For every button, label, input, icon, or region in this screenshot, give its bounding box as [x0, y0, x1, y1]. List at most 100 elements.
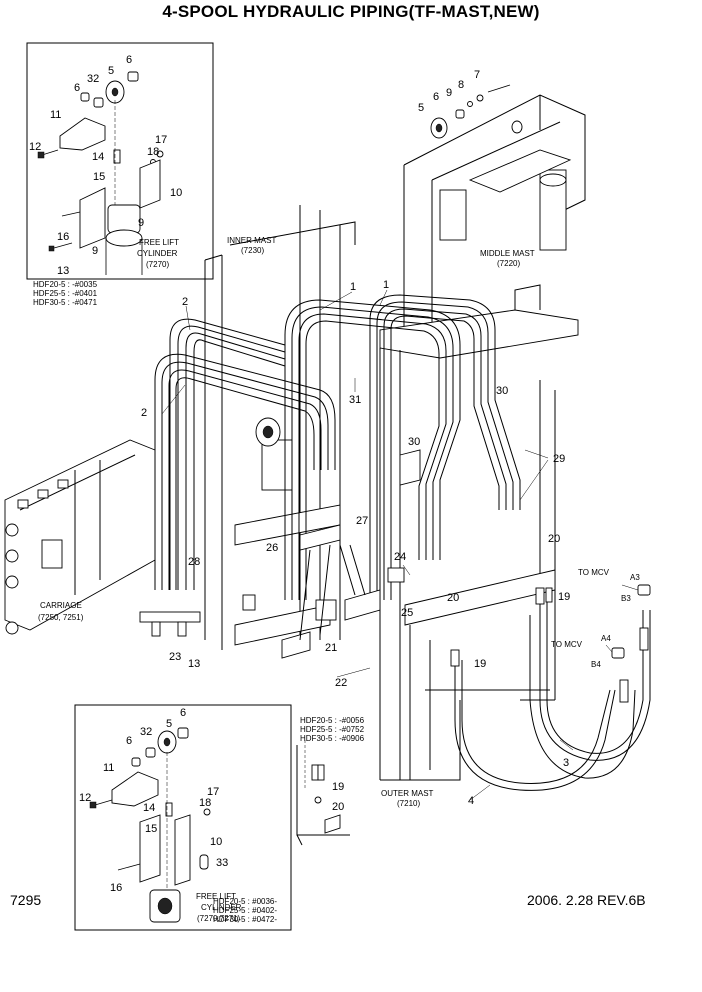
outer-mast — [379, 284, 579, 781]
middle-mast-label: MIDDLE MAST — [480, 249, 535, 258]
to-mcv-label-2: TO MCV — [551, 640, 583, 649]
part-number: 17 — [207, 786, 219, 798]
outer-mast-label: OUTER MAST — [381, 789, 434, 798]
part-number: 19 — [332, 781, 344, 793]
part-number: 2 — [182, 296, 188, 308]
part-number: 18 — [199, 797, 211, 809]
serial-note-bot-1: HDF20-5 : #0036- — [213, 897, 277, 906]
part-number: 1 — [350, 281, 356, 293]
part-number: 25 — [401, 607, 413, 619]
part-number: 14 — [92, 151, 104, 163]
part-number: 5 — [166, 718, 172, 730]
serial-note-top-1: HDF20-5 : -#0035 — [33, 280, 98, 289]
serial-note-top-2: HDF25-5 : -#0401 — [33, 289, 98, 298]
serial-note-mid-1: HDF20-5 : -#0056 — [300, 716, 365, 725]
part-number: 20 — [548, 533, 560, 545]
part-number: 21 — [325, 642, 337, 654]
part-number: 30 — [496, 385, 508, 397]
detail-box-bottom-left — [74, 704, 292, 931]
part-number: 27 — [356, 515, 368, 527]
detail-box-top-left — [26, 42, 214, 280]
part-number: 11 — [50, 109, 61, 121]
part-number: 20 — [447, 592, 459, 604]
serial-note-mid-3: HDF30-5 : -#0906 — [300, 734, 365, 743]
revision-date: 2006. 2.28 REV.6B — [527, 892, 646, 908]
free-lift-bottom-line2: CYLINDER — [201, 903, 242, 912]
page-number: 7295 — [10, 892, 42, 908]
outer-mast-number: (7210) — [397, 799, 420, 808]
part-number: 24 — [394, 551, 406, 563]
inner-mast-label: INNER MAST — [227, 236, 276, 245]
part-number: 13 — [57, 265, 69, 277]
leader-lines — [161, 289, 574, 801]
part-number: 18 — [147, 146, 159, 158]
carriage-number: (7250, 7251) — [38, 613, 84, 622]
middle-mast-number: (7220) — [497, 259, 520, 268]
part-number: 9 — [138, 217, 144, 229]
part-number: 26 — [266, 542, 278, 554]
detail-box-middle — [296, 740, 350, 846]
part-number: 3 — [563, 757, 569, 769]
part-number: 16 — [110, 882, 122, 894]
part-number: 13 — [188, 658, 200, 670]
port-a3: A3 — [630, 573, 640, 582]
part-number: 14 — [143, 802, 155, 814]
free-lift-bottom-line1: FREE LIFT — [196, 892, 236, 901]
port-a4: A4 — [601, 634, 611, 643]
inner-mast-number: (7230) — [241, 246, 264, 255]
to-mcv-label-1: TO MCV — [578, 568, 610, 577]
part-number: 30 — [408, 436, 420, 448]
part-number: 17 — [155, 134, 167, 146]
part-number: 32 — [87, 73, 99, 85]
free-lift-top-line2: CYLINDER — [137, 249, 178, 258]
part-number: 32 — [140, 726, 152, 738]
free-lift-top-line1: FREE LIFT — [139, 238, 179, 247]
part-number: 6 — [180, 707, 186, 719]
part-number: 28 — [188, 556, 200, 568]
part-number: 29 — [553, 453, 565, 465]
part-number: 9 — [446, 87, 452, 99]
free-lift-bottom-line3: (7270,7271) — [197, 914, 240, 923]
part-number: 5 — [418, 102, 424, 114]
part-number: 9 — [92, 245, 98, 257]
carriage-label: CARRIAGE — [40, 601, 82, 610]
page-title: 4-SPOOL HYDRAULIC PIPING(TF-MAST,NEW) — [162, 2, 540, 21]
inner-mast — [204, 205, 356, 650]
part-number: 15 — [145, 823, 157, 835]
part-number: 11 — [103, 762, 114, 774]
part-number: 15 — [93, 171, 105, 183]
serial-note-mid-2: HDF25-5 : -#0752 — [300, 725, 365, 734]
part-number: 6 — [74, 82, 80, 94]
part-number: 31 — [349, 394, 361, 406]
part-number: 8 — [458, 79, 464, 91]
part-number: 1 — [383, 279, 389, 291]
hoses-to-mcv — [450, 584, 651, 791]
part-number: 6 — [126, 54, 132, 66]
part-number: 20 — [332, 801, 344, 813]
part-number: 33 — [216, 857, 228, 869]
hose-group-1 — [281, 294, 521, 659]
port-b3: B3 — [621, 594, 631, 603]
free-lift-top-line3: (7270) — [146, 260, 169, 269]
part-number: 22 — [335, 677, 347, 689]
part-number: 19 — [558, 591, 570, 603]
serial-note-top-3: HDF30-5 : -#0471 — [33, 298, 98, 307]
part-number: 7 — [474, 69, 480, 81]
part-number: 10 — [210, 836, 222, 848]
hose-group-2 — [139, 318, 336, 637]
middle-mast — [403, 84, 586, 350]
part-number: 12 — [29, 141, 41, 153]
text-labels: INNER MAST (7230) MIDDLE MAST (7220) OUT… — [29, 54, 640, 924]
part-number: 19 — [474, 658, 486, 670]
port-b4: B4 — [591, 660, 601, 669]
part-number: 6 — [126, 735, 132, 747]
part-number: 6 — [433, 91, 439, 103]
part-number: 5 — [108, 65, 114, 77]
part-number: 16 — [57, 231, 69, 243]
part-number: 4 — [468, 795, 474, 807]
part-number: 12 — [79, 792, 91, 804]
part-number: 10 — [170, 187, 182, 199]
serial-note-bot-3: HDF30-5 : #0472- — [213, 915, 277, 924]
serial-note-bot-2: HDF25-5 : #0402- — [213, 906, 277, 915]
